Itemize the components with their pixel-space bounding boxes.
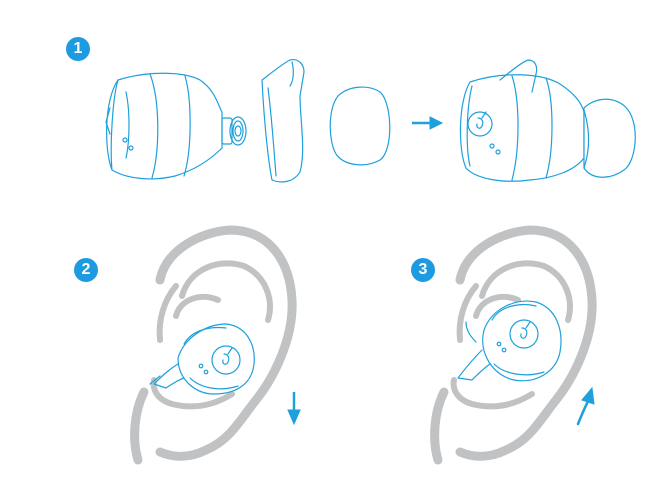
step-3-badge: 3 — [411, 258, 435, 282]
earbud-in-ear-left — [149, 323, 255, 395]
ear-tip-illustration — [329, 86, 391, 166]
arrow-down-icon — [287, 392, 301, 426]
ear-outline-right — [430, 225, 597, 465]
arrow-right-icon — [412, 116, 444, 130]
curved-arrow-up-icon — [576, 386, 595, 426]
step-1-badge: 1 — [66, 37, 90, 61]
ear-outline-left — [130, 225, 297, 465]
step-2-badge: 2 — [74, 258, 98, 282]
earbud-body-illustration — [105, 72, 247, 180]
ear-wing-illustration — [261, 59, 305, 183]
assembled-earbud-illustration — [459, 59, 636, 182]
earbud-in-ear-right — [457, 300, 562, 382]
